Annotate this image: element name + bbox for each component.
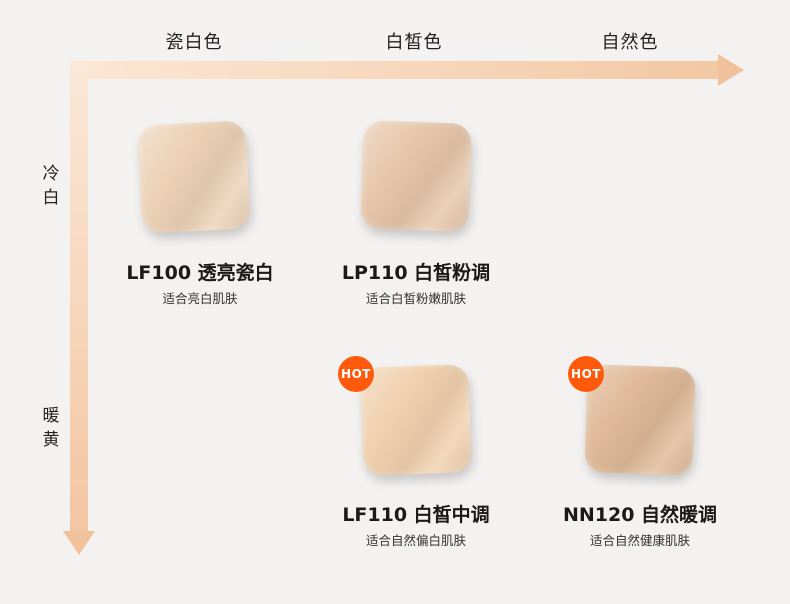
column-label-natural: 自然色	[601, 32, 659, 53]
shade-desc-lf100: 适合亮白肌肤	[162, 291, 238, 306]
hot-badge-nn120: HOT	[568, 356, 604, 392]
column-label-porcelain: 瓷白色	[165, 32, 223, 53]
swatch-gloss	[360, 364, 472, 476]
swatch-gloss	[360, 120, 472, 232]
shade-desc-lf110: 适合自然偏白肌肤	[365, 533, 466, 548]
row-label-warm-text: 暖黄	[42, 406, 60, 450]
vertical-axis-arrow	[70, 61, 88, 533]
horizontal-arrow-head	[718, 54, 744, 86]
hot-badge-lf110: HOT	[338, 356, 374, 392]
shade-desc-lp110: 适合白皙粉嫩肌肤	[365, 291, 466, 306]
shade-swatch-lf100[interactable]	[137, 120, 251, 234]
horizontal-axis-arrow	[88, 61, 720, 79]
vertical-arrow-head	[63, 531, 95, 555]
shade-name-lp110: LP110 白皙粉调	[341, 262, 491, 284]
row-label-cool-text: 冷白	[42, 164, 60, 208]
shade-name-nn120: NN120 自然暖调	[562, 504, 718, 526]
row-label-warm: 暖黄	[38, 404, 64, 452]
shade-desc-nn120: 适合自然健康肌肤	[589, 533, 690, 548]
row-label-cool: 冷白	[38, 162, 64, 210]
shade-name-lf100: LF100 透亮瓷白	[126, 262, 274, 284]
shade-swatch-lp110[interactable]	[360, 120, 472, 232]
swatch-gloss	[137, 120, 251, 234]
shade-name-lf110: LF110 白皙中调	[342, 504, 490, 526]
shade-swatch-lf110[interactable]	[360, 364, 472, 476]
column-label-fair: 白皙色	[385, 32, 443, 53]
